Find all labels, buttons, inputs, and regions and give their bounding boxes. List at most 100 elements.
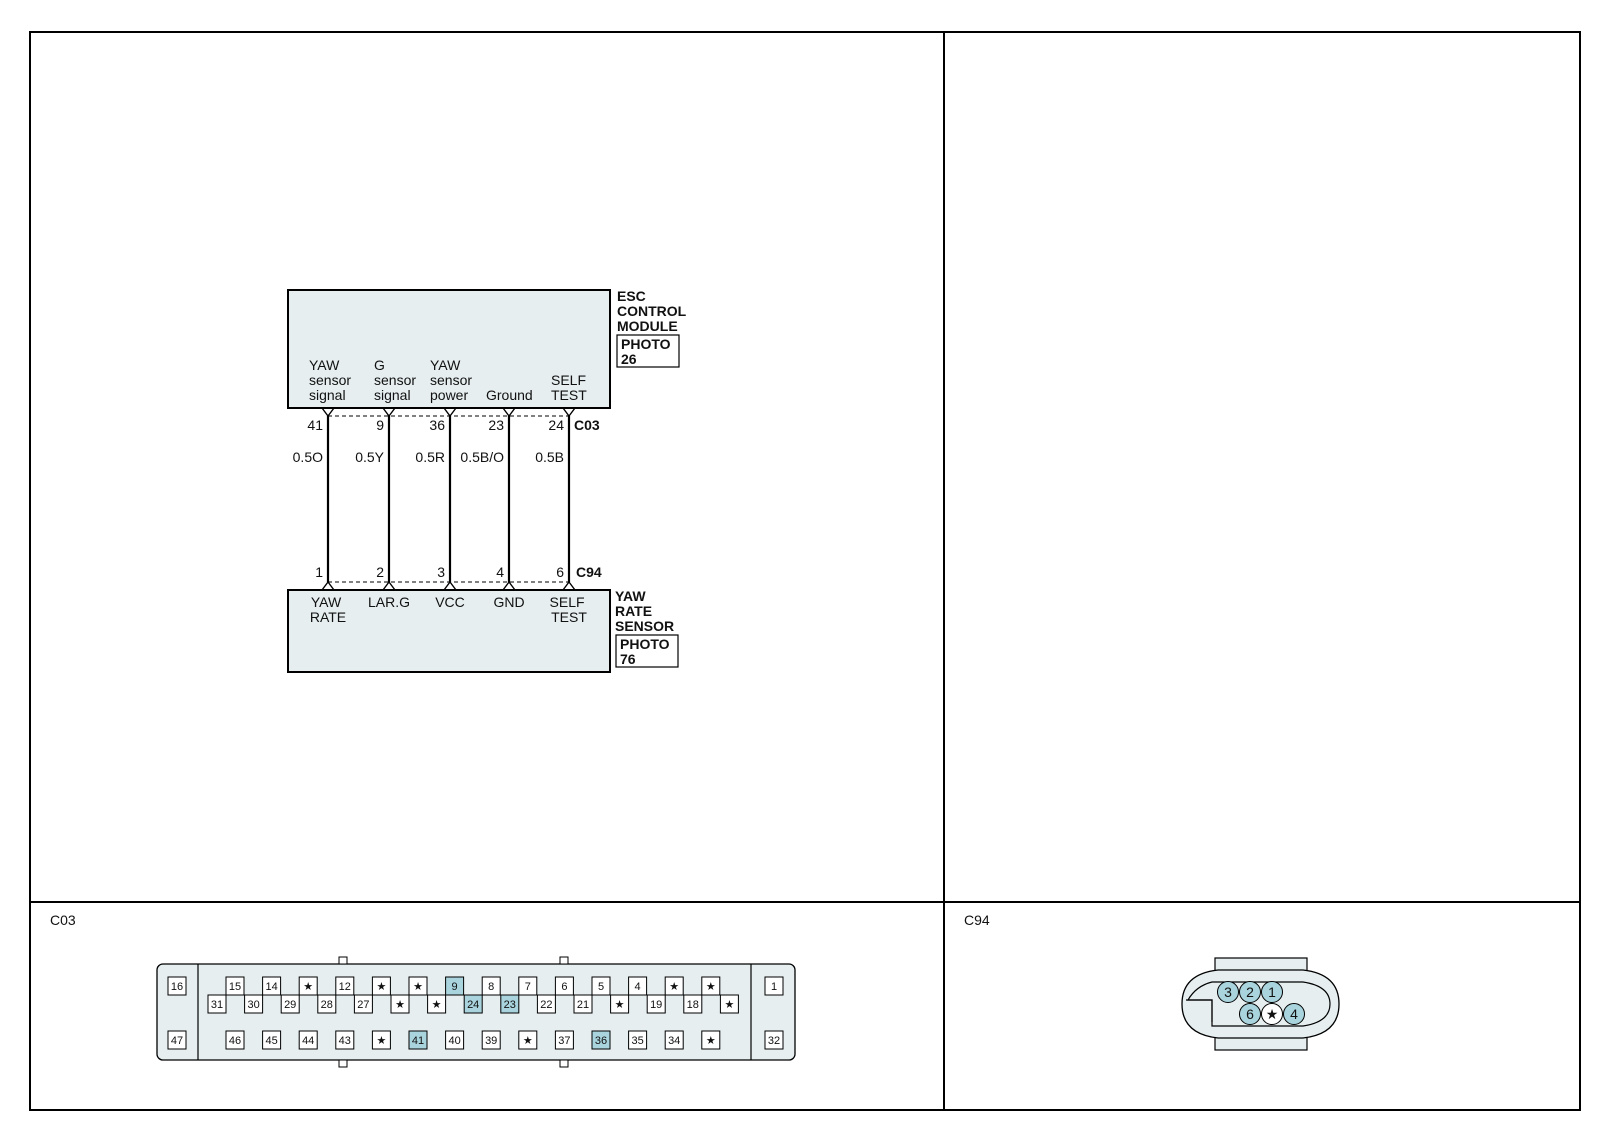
c94-cavity-3: 3 <box>1217 981 1239 1003</box>
c94-view-title: C94 <box>964 912 990 928</box>
c03-cavity-label: ★ <box>303 981 313 993</box>
wire-label-0-5b-o: 0.5B/O <box>460 449 504 465</box>
c94-cavity-label: 6 <box>1246 1006 1254 1022</box>
yaw-terminal-label-5: SELF TEST <box>550 594 589 625</box>
c03-cavity-label: 6 <box>561 981 567 993</box>
c03-cavity-35: 35 <box>628 1030 648 1050</box>
c03-cavity-label: 35 <box>631 1035 643 1047</box>
c94-cavity-blank: ★ <box>1261 1003 1283 1025</box>
c03-cavity-label: 14 <box>265 981 277 993</box>
outer-frame <box>29 31 1581 1111</box>
c03-pin-23: 23 <box>488 417 504 433</box>
c94-cavity-label: 1 <box>1268 984 1276 1000</box>
c03-connector-label: C03 <box>574 417 600 433</box>
c03-cavity-label: ★ <box>376 1035 386 1047</box>
c03-cavity-6: 6 <box>554 976 574 996</box>
c03-cavity-blank: ★ <box>664 976 684 996</box>
c94-cavity-label: 3 <box>1224 984 1232 1000</box>
c94-connector-view <box>1181 957 1340 1051</box>
c03-cavity-blank: ★ <box>518 1030 538 1050</box>
c03-cavity-label: 18 <box>687 999 699 1011</box>
c03-cavity-blank: ★ <box>390 994 410 1014</box>
c03-pin-marker-36 <box>443 407 457 418</box>
c03-cavity-label: 12 <box>339 981 351 993</box>
c03-cavity-label: 28 <box>321 999 333 1011</box>
c03-cavity-29: 29 <box>280 994 300 1014</box>
c03-cavity-22: 22 <box>536 994 556 1014</box>
c03-latch-bottom-right <box>559 1059 569 1068</box>
c94-pin-1: 1 <box>315 564 323 580</box>
c03-cavity-label: ★ <box>395 999 405 1011</box>
c94-pin-marker-6 <box>562 580 576 591</box>
c03-cavity-label: 43 <box>339 1035 351 1047</box>
c03-cavity-43: 43 <box>335 1030 355 1050</box>
c03-cavity-label: ★ <box>523 1035 533 1047</box>
esc-module-box <box>287 289 611 409</box>
c03-cavity-1: 1 <box>764 976 784 996</box>
wire-label-0-5o: 0.5O <box>293 449 323 465</box>
c94-pin-2: 2 <box>376 564 384 580</box>
esc-terminal-label-3: YAW sensor power <box>430 357 476 403</box>
c94-inner-outline <box>1186 981 1331 1027</box>
c03-cavity-label: ★ <box>669 981 679 993</box>
c03-cavity-label: 5 <box>598 981 604 993</box>
esc-module-title: ESC CONTROL MODULE <box>617 288 690 334</box>
c03-cavity-16: 16 <box>167 976 187 996</box>
c03-latch-top-right <box>559 956 569 965</box>
c03-cavity-blank: ★ <box>610 994 630 1014</box>
c03-cavity-32: 32 <box>764 1030 784 1050</box>
c94-shell <box>1181 969 1340 1039</box>
c94-cavity-2: 2 <box>1239 981 1261 1003</box>
c03-cavity-label: 15 <box>229 981 241 993</box>
c03-cavity-label: ★ <box>413 981 423 993</box>
yaw-terminal-label-1: YAW RATE <box>310 594 346 625</box>
esc-terminal-label-1: YAW sensor signal <box>309 357 355 403</box>
c03-cavity-blank: ★ <box>408 976 428 996</box>
c94-pin-marker-4 <box>502 580 516 591</box>
c03-cavity-46: 46 <box>225 1030 245 1050</box>
c03-pin-marker-23 <box>502 407 516 418</box>
c03-cavity-label: 7 <box>525 981 531 993</box>
c94-pin-6: 6 <box>556 564 564 580</box>
yaw-photo-box <box>615 634 679 668</box>
c94-pin-marker-3 <box>443 580 457 591</box>
c03-cavity-label: 9 <box>452 981 458 993</box>
c03-cavity-label: 21 <box>577 999 589 1011</box>
c03-cavity-37: 37 <box>554 1030 574 1050</box>
yaw-terminal-label-3: VCC <box>435 594 465 610</box>
c94-cavity-label: 4 <box>1290 1006 1298 1022</box>
esc-photo-label: PHOTO 26 <box>621 336 674 367</box>
c03-cavity-28: 28 <box>317 994 337 1014</box>
c03-cavity-14: 14 <box>262 976 282 996</box>
wire-label-0-5b: 0.5B <box>535 449 564 465</box>
c94-pin-3: 3 <box>437 564 445 580</box>
c03-cavity-24: 24 <box>463 994 483 1014</box>
c03-cavity-12: 12 <box>335 976 355 996</box>
c03-cavity-blank: ★ <box>701 1030 721 1050</box>
c94-pin-marker-1 <box>321 580 335 591</box>
c03-cavity-44: 44 <box>298 1030 318 1050</box>
c03-cavity-blank: ★ <box>701 976 721 996</box>
c03-cavity-label: ★ <box>706 1035 716 1047</box>
wire-label-0-5r: 0.5R <box>415 449 445 465</box>
c03-cavity-label: 40 <box>448 1035 460 1047</box>
c03-cavity-label: 44 <box>302 1035 314 1047</box>
c03-cavity-label: ★ <box>724 999 734 1011</box>
wire-label-0-5y: 0.5Y <box>355 449 384 465</box>
c03-cavity-45: 45 <box>262 1030 282 1050</box>
c03-cavity-label: ★ <box>615 999 625 1011</box>
c03-cavity-40: 40 <box>445 1030 465 1050</box>
c03-cavity-label: 30 <box>247 999 259 1011</box>
c03-cavity-15: 15 <box>225 976 245 996</box>
c03-cavity-label: 47 <box>171 1035 183 1047</box>
c03-pin-9: 9 <box>376 417 384 433</box>
c94-cavity-label: 2 <box>1246 984 1254 1000</box>
c03-cavity-47: 47 <box>167 1030 187 1050</box>
c03-cavity-21: 21 <box>573 994 593 1014</box>
c94-cavity-4: 4 <box>1283 1003 1305 1025</box>
c03-cavity-label: 31 <box>211 999 223 1011</box>
c03-pin-24: 24 <box>548 417 564 433</box>
